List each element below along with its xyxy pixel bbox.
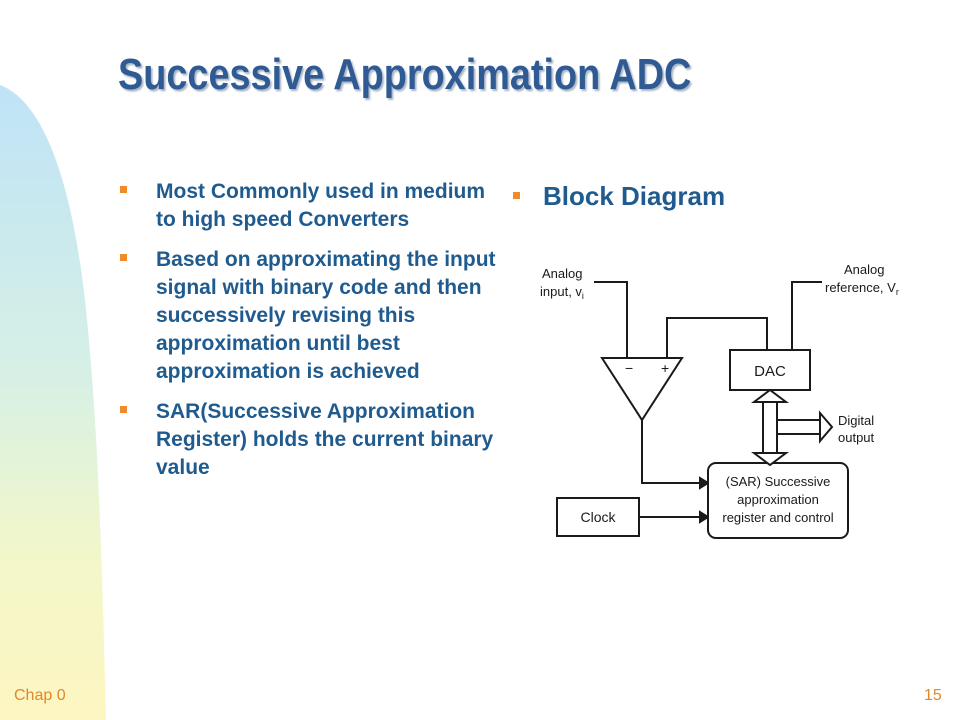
digital-output-label: Digital (838, 413, 874, 428)
bullet-item: SAR(Successive Approximation Register) h… (120, 398, 505, 482)
sar-label: register and control (722, 510, 833, 525)
bullet-item: Based on approximating the input signal … (120, 246, 505, 386)
bullet-text: SAR(Successive Approximation Register) h… (156, 400, 494, 479)
sar-label: (SAR) Successive (726, 474, 831, 489)
arrowhead (699, 476, 710, 490)
block-diagram-heading: Block Diagram (513, 181, 726, 212)
digital-output-label: output (838, 430, 875, 445)
bullet-text: Most Commonly used in medium to high spe… (156, 180, 486, 231)
comparator (600, 357, 684, 422)
dac-box (729, 349, 811, 391)
dac-label: DAC (754, 363, 786, 380)
sar-label: approximation (737, 492, 819, 507)
arrowhead (699, 510, 710, 524)
bullet-item: Most Commonly used in medium to high spe… (120, 178, 505, 234)
bullet-text: Based on approximating the input signal … (156, 248, 496, 383)
comparator-plus-label: + (661, 360, 669, 376)
footer-chapter: Chap 0 (14, 687, 66, 704)
square-bullet-icon (513, 192, 520, 199)
block-diagram-label: Block Diagram (543, 181, 726, 211)
bus-arrow-bottom (751, 452, 789, 467)
comparator-minus-label: − (625, 360, 633, 376)
bullet-list: Most Commonly used in medium to high spe… (120, 178, 505, 494)
square-bullet-icon (120, 254, 127, 261)
digital-output-arrow (819, 410, 834, 444)
input-wire (594, 281, 628, 360)
square-bullet-icon (120, 186, 127, 193)
footer-page-number: 15 (924, 687, 942, 704)
dac-feedback-wire (666, 317, 768, 358)
bus-arrow-top (751, 388, 789, 403)
sar-box (707, 462, 849, 539)
clock-label: Clock (580, 509, 616, 525)
analog-reference-label: reference, Vr (825, 280, 899, 297)
comparator-output-wire (641, 420, 700, 484)
reference-wire (791, 281, 822, 350)
slide-title: Successive Approximation ADC (118, 50, 692, 99)
analog-input-label: input, vi (540, 284, 584, 301)
square-bullet-icon (120, 406, 127, 413)
analog-reference-label: Analog (844, 262, 884, 277)
analog-input-label: Analog (542, 266, 582, 281)
sar-adc-block-diagram: Analog input, vi Analog reference, Vr − … (540, 262, 899, 539)
